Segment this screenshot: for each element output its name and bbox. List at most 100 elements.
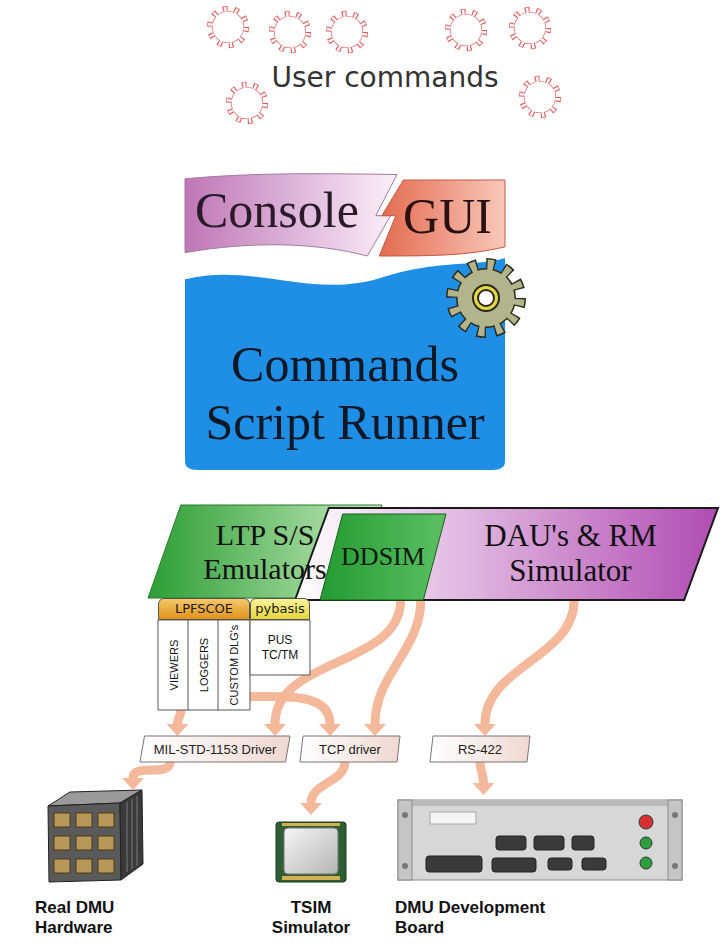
gear-outline: [210, 9, 246, 45]
arrow-head: [264, 724, 286, 736]
flow-arrow: [300, 762, 345, 815]
console-panel: Console: [185, 172, 397, 256]
driver-box-fill: [300, 736, 400, 762]
flow-arrow: [167, 710, 189, 736]
custom-dialogs-column-fill: [218, 620, 250, 710]
runner-panel: Commands Script Runner: [185, 258, 505, 470]
gear-face: [458, 270, 515, 327]
cooling-fin: [131, 799, 133, 869]
arrow-head: [300, 803, 322, 815]
gear-hole: [478, 290, 494, 306]
gui-panel-fill: [379, 180, 505, 256]
viewers-column-fill: [158, 620, 189, 710]
cpu-pads: [282, 823, 340, 826]
d-sub-connector: [572, 836, 594, 850]
gear-ring: [473, 285, 499, 311]
gear-outline: [272, 14, 308, 50]
arrow-shaft: [250, 696, 330, 724]
connector: [98, 813, 114, 827]
cpu-lid: [284, 828, 338, 874]
pus-box-fill: [250, 620, 310, 675]
arrow-head: [473, 783, 495, 795]
gear-outline: [522, 79, 558, 115]
status-led: [640, 837, 652, 849]
status-led: [640, 857, 652, 869]
flow-arrow: [122, 762, 170, 790]
ddsim-block-fill: [320, 514, 446, 600]
power-button: [639, 815, 653, 829]
gear-teeth: [453, 265, 519, 331]
lpfscoe-group: LPFSCOEVIEWERSLOGGERSCUSTOM DLG's: [158, 598, 250, 710]
arrow-head: [364, 724, 386, 736]
console-panel-fill: [185, 174, 397, 256]
driver-box: RS-422: [430, 736, 530, 762]
gui-panel: GUI: [378, 180, 505, 256]
arrow-shaft: [133, 762, 170, 778]
node-label: LTP S/S Emulators: [182, 518, 348, 585]
custom-dialogs-column: CUSTOM DLG's: [218, 620, 250, 710]
node-label: RS-422: [458, 742, 502, 757]
cpu-pads: [282, 876, 340, 880]
hardware-item: TSIM Simulator: [250, 815, 372, 942]
arrow-shaft: [311, 762, 345, 803]
node-label: Real DMU Hardware: [35, 898, 155, 938]
node-label: DMU Development Board: [395, 898, 575, 938]
arrow-shaft: [375, 600, 421, 724]
flow-arrow: [474, 600, 574, 736]
d-sub-connector: [534, 836, 564, 850]
d-sub-connector: [582, 858, 606, 870]
connector: [54, 813, 70, 827]
pus-box: PUS TC/TM: [250, 620, 310, 675]
tab-label: LPFSCOE: [158, 598, 250, 620]
node-label: DAU's & RM Simulator: [457, 519, 684, 588]
sticker: [430, 812, 476, 824]
rack-ear: [668, 800, 682, 880]
arrow-shaft: [485, 600, 574, 724]
node-label: TCP driver: [319, 742, 381, 757]
node-label: PUS TC/TM: [254, 633, 306, 662]
tab-label: pybasis: [250, 598, 310, 620]
cpu-picture: [276, 822, 346, 882]
ddsim-block: DDSIM: [320, 514, 446, 600]
cooling-fin: [136, 796, 138, 866]
hardware-item: Real DMU Hardware: [35, 790, 175, 942]
d-sub-connector: [496, 836, 526, 850]
arrow-head: [474, 724, 496, 736]
driver-box: MIL-STD-1153 Driver: [140, 736, 290, 762]
connector: [54, 836, 70, 850]
simulator-block-fill: [295, 508, 718, 600]
node-label: TSIM Simulator: [255, 898, 367, 938]
caption-label: User commands: [270, 60, 500, 95]
node-label: Commands Script Runner: [195, 336, 495, 451]
column-label: VIEWERS: [168, 624, 180, 706]
d-sub-connector: [426, 856, 482, 872]
node-label: MIL-STD-1153 Driver: [154, 742, 277, 757]
gear-outline: [512, 10, 548, 46]
column-label: CUSTOM DLG's: [228, 624, 240, 706]
cooling-fin: [126, 802, 128, 872]
rack-hole: [402, 812, 408, 818]
label-anchor: User commands: [270, 60, 500, 95]
pybasis-group: pybasisPUS TC/TM: [250, 598, 310, 675]
driver-box: TCP driver: [300, 736, 400, 762]
box-front: [48, 803, 121, 882]
viewers-column: VIEWERS: [158, 620, 189, 710]
arrow-head: [319, 724, 341, 736]
arrow-head: [122, 778, 144, 790]
driver-box-fill: [430, 736, 530, 762]
hardware-item: DMU Development Board: [395, 795, 690, 942]
arrow-head: [167, 724, 189, 736]
driver-box-fill: [140, 736, 290, 762]
arrow-shaft: [178, 710, 182, 724]
loggers-column-fill: [188, 620, 219, 710]
connector: [76, 836, 92, 850]
node-label: GUI: [403, 187, 492, 245]
gear-outline: [229, 85, 265, 121]
flow-arrow: [250, 696, 341, 736]
node-label: Console: [195, 181, 359, 239]
rack-hole: [402, 863, 408, 869]
box-side: [120, 790, 143, 880]
gear-outline: [329, 14, 365, 50]
